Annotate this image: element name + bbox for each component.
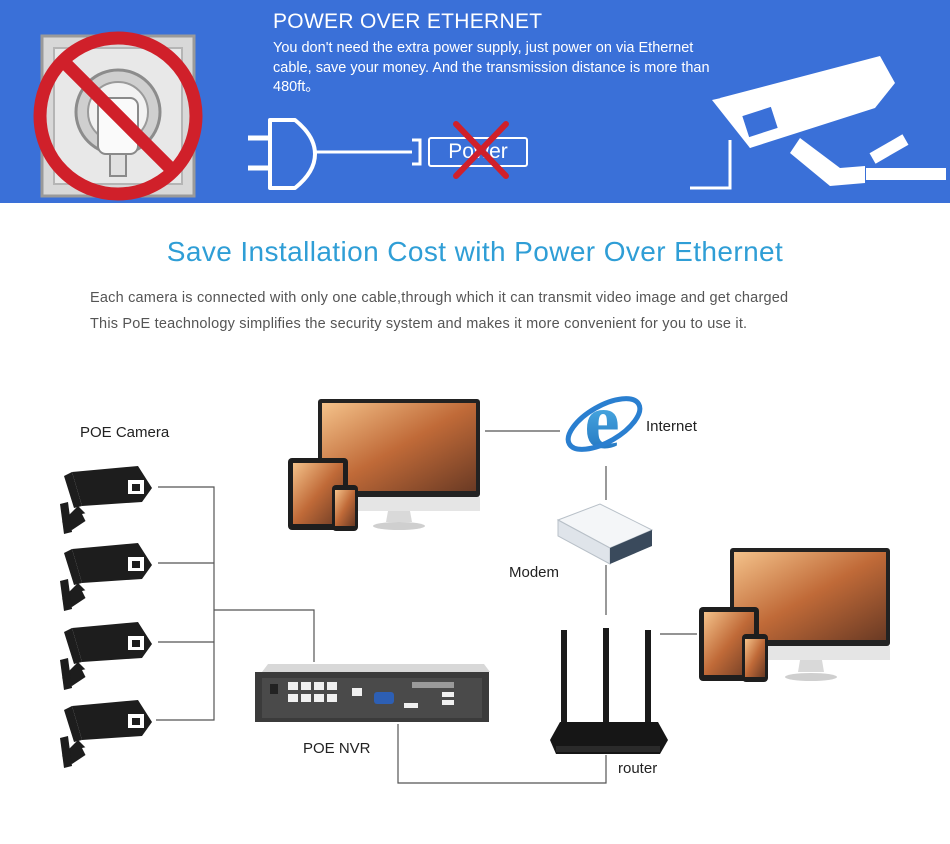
phone-icon [742, 634, 768, 682]
nvr-icon [255, 664, 490, 722]
monitor-icon [730, 548, 890, 681]
internet-label: Internet [646, 418, 697, 435]
modem-icon [556, 503, 654, 565]
camera-icon [60, 543, 152, 611]
description-line-1: Each camera is connected with only one c… [90, 290, 789, 306]
banner-description: You don't need the extra power supply, j… [273, 40, 710, 95]
monitor-icon [318, 399, 480, 530]
poe-camera-label: POE Camera [80, 424, 170, 441]
camera-icon [60, 700, 152, 768]
description-line-2: This PoE teachnology simplifies the secu… [90, 316, 748, 332]
security-camera-icon [690, 56, 946, 190]
modem-label: Modem [509, 564, 560, 581]
camera-icon [60, 466, 152, 534]
internet-explorer-icon: e [565, 378, 643, 466]
poe-banner: POWER OVER ETHERNET You don't need the e… [0, 0, 950, 203]
main-heading: Save Installation Cost with Power Over E… [166, 236, 784, 267]
camera-icon [60, 622, 152, 690]
router-label: router [618, 760, 658, 777]
connection-lines [156, 430, 697, 784]
cross-icon [453, 121, 509, 179]
banner-title: POWER OVER ETHERNET [273, 10, 543, 33]
svg-text:e: e [584, 378, 620, 466]
poe-nvr-label: POE NVR [303, 740, 371, 757]
phone-icon [332, 485, 358, 531]
no-power-plug-icon [33, 31, 203, 201]
router-icon [550, 628, 668, 754]
plug-icon [248, 118, 422, 190]
